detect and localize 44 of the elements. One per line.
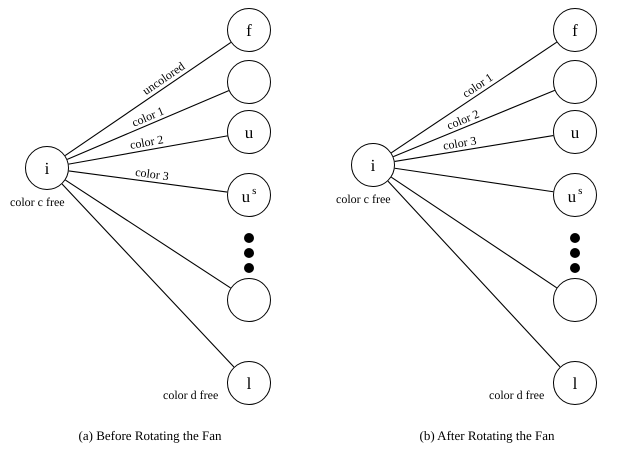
- empty-vertex-circle: [553, 60, 597, 104]
- connector-line: [68, 135, 228, 165]
- connector-line: [62, 184, 234, 368]
- vertex-label: u: [570, 124, 580, 140]
- connector-line: [393, 90, 555, 158]
- empty-vertex-circle: [227, 278, 271, 322]
- vertex-circle: [227, 110, 271, 154]
- connector-line: [394, 168, 554, 192]
- vertex-label: u: [244, 124, 254, 140]
- vertex-circle: [553, 110, 597, 154]
- vertex-label: f: [572, 22, 578, 38]
- edge-label: color 3: [441, 134, 479, 152]
- vertex-circle: [553, 173, 597, 217]
- vertex-note: color c free: [10, 195, 65, 210]
- connector-line: [67, 90, 229, 160]
- vertex-label: l: [246, 374, 252, 392]
- connector-line: [65, 180, 231, 288]
- vertex-note: color d free: [489, 388, 544, 403]
- vertex-circle: [25, 146, 69, 190]
- vertex-label: i: [370, 156, 376, 174]
- empty-vertex-circle: [553, 278, 597, 322]
- vertex-note: color d free: [163, 388, 218, 403]
- vertex-label: u$^{s}$: [568, 186, 582, 204]
- vertex-circle: [227, 361, 271, 405]
- vertex-label: f: [246, 22, 252, 38]
- empty-vertex-circle: [227, 60, 271, 104]
- vertex-circle: [553, 8, 597, 52]
- connector-line: [390, 42, 558, 154]
- connector-line: [68, 170, 228, 193]
- vertex-label: u$^{s}$: [242, 186, 256, 204]
- connector-line: [394, 135, 554, 162]
- connector-line: [388, 180, 560, 368]
- vertex-circle: [227, 8, 271, 52]
- vertex-circle: [553, 361, 597, 405]
- connector-line: [64, 42, 232, 156]
- subfigure-caption: (b) After Rotating the Fan: [419, 428, 555, 444]
- vertex-circle: [351, 143, 395, 187]
- subfigure-caption: (a) Before Rotating the Fan: [78, 428, 222, 444]
- edge-label: color 2: [128, 133, 166, 152]
- vertex-label: i: [44, 160, 50, 176]
- vertex-label: l: [572, 374, 578, 392]
- vertex-circle: [227, 173, 271, 217]
- connector-line: [390, 176, 558, 288]
- vertex-note: color c free: [336, 192, 391, 207]
